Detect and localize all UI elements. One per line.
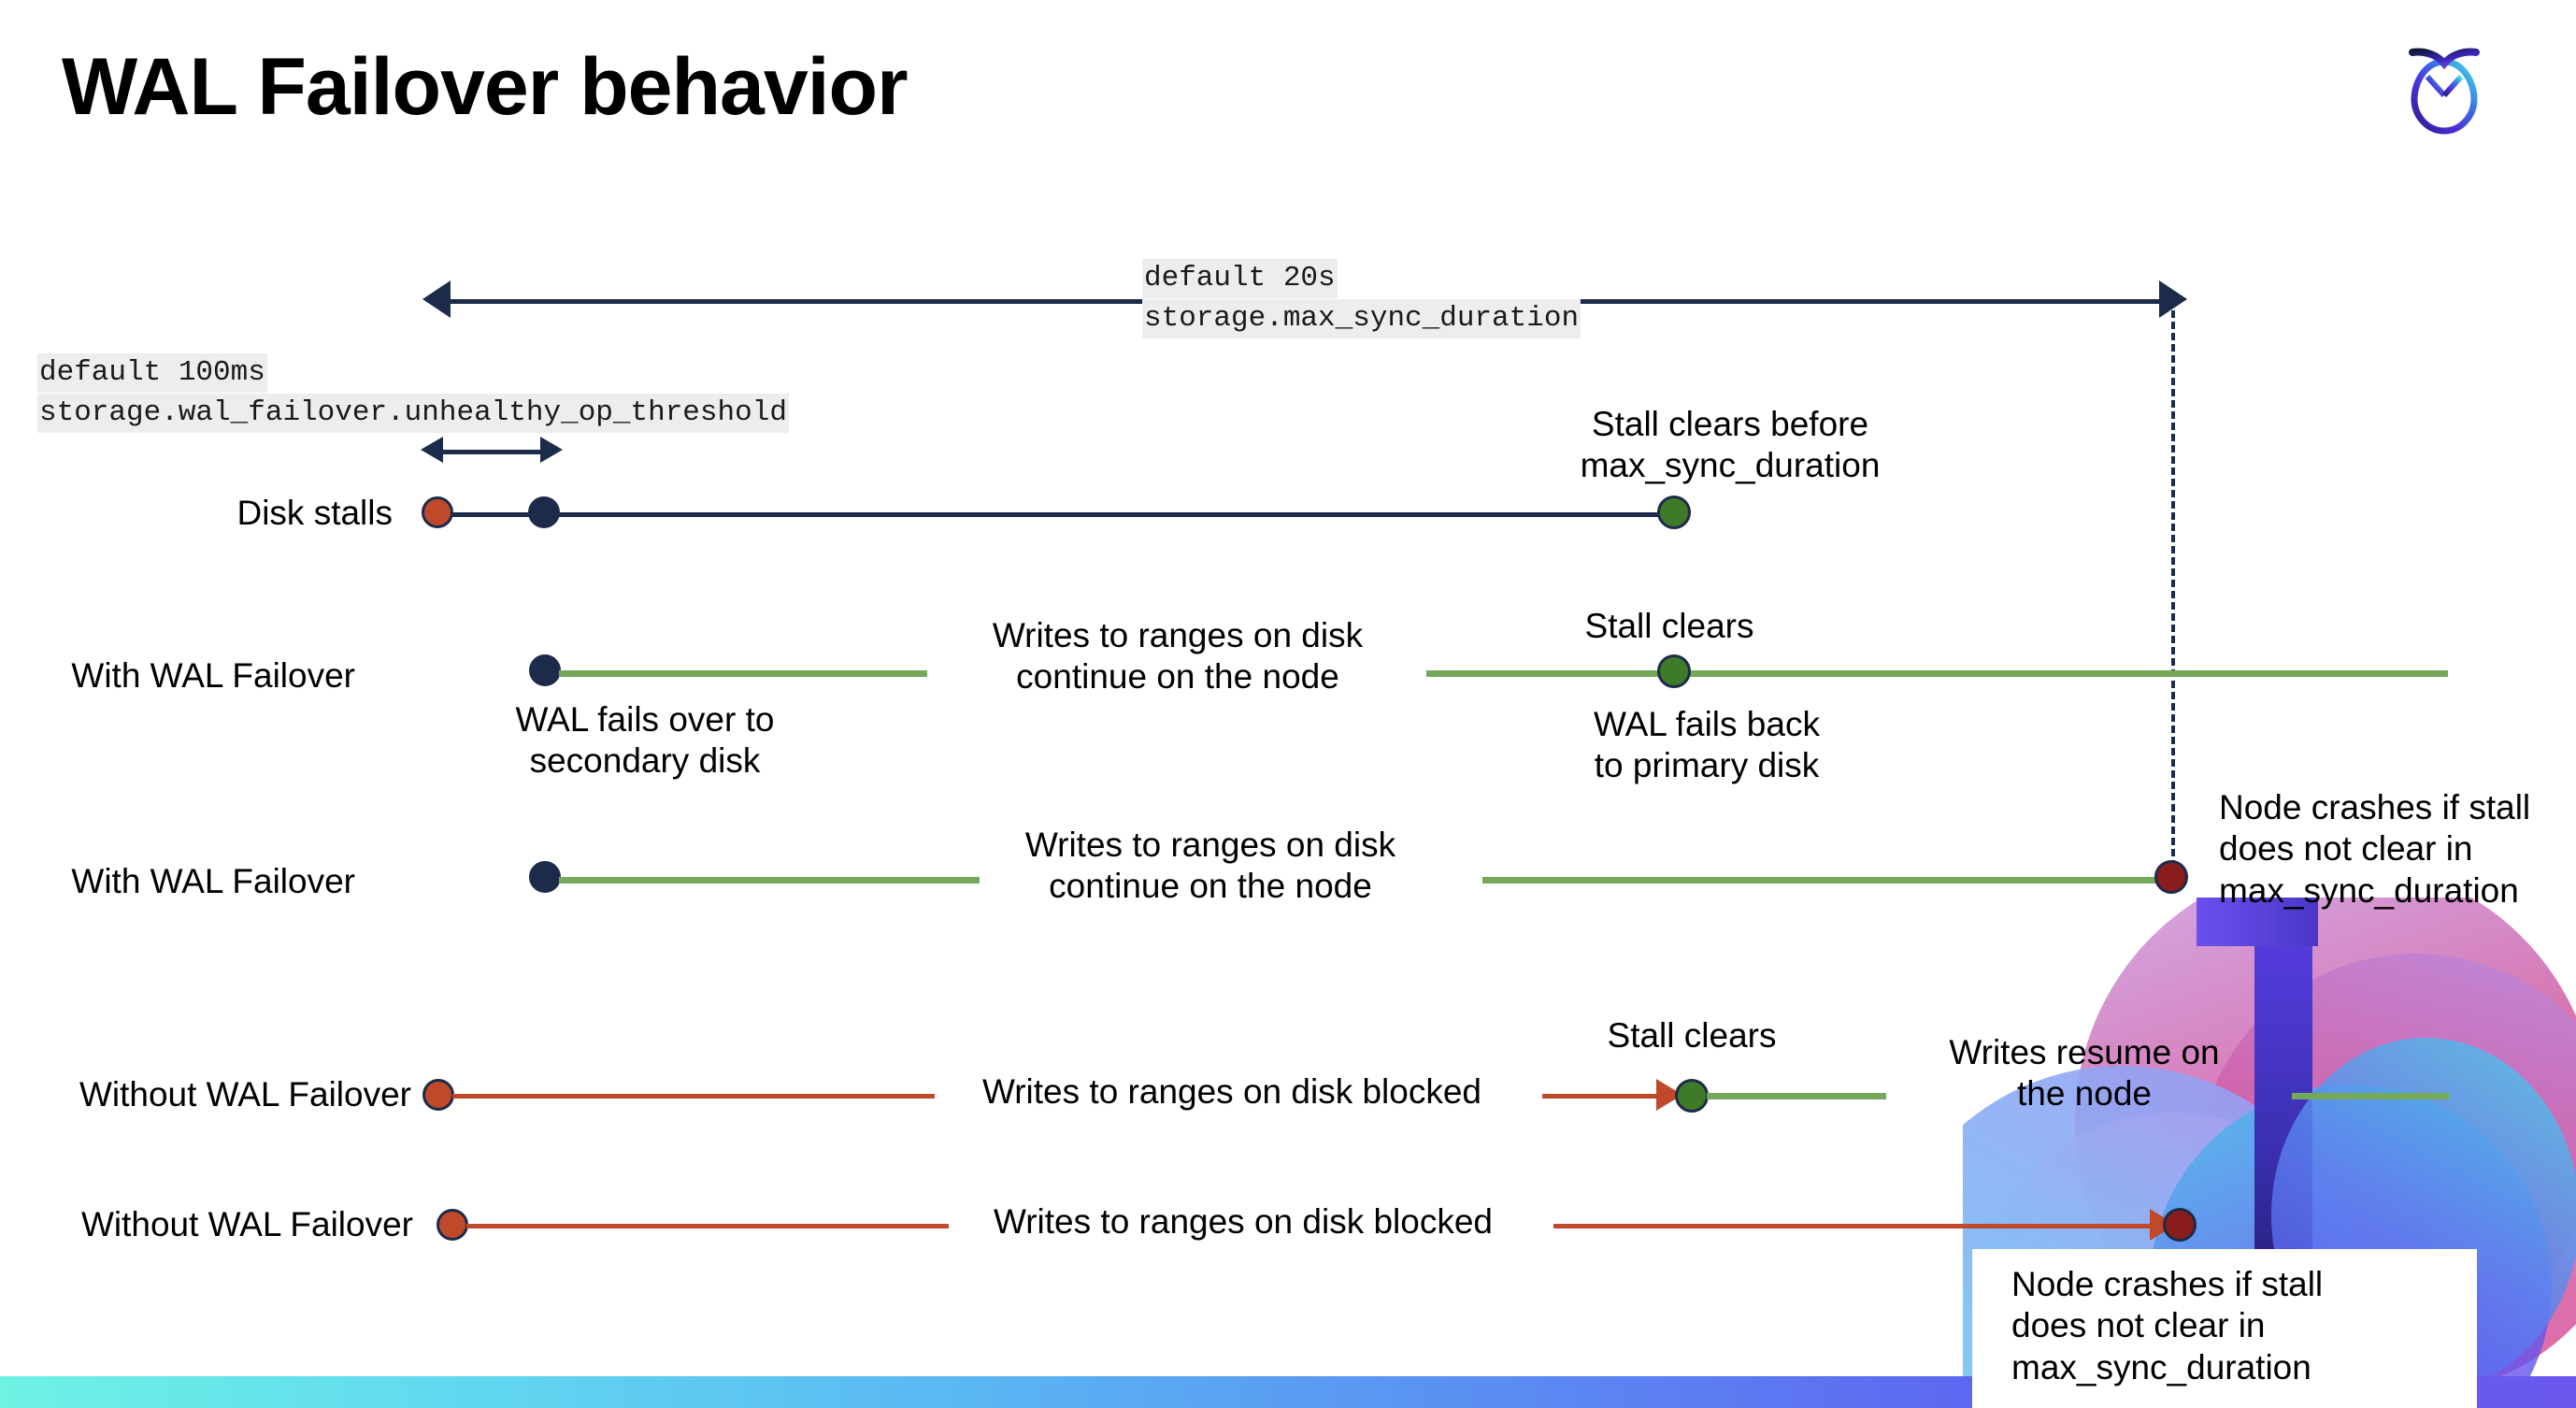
note-wal-fails-over: WAL fails over to secondary disk: [515, 700, 775, 781]
node-crash-caption-backdrop: [1972, 1249, 2477, 1408]
max-sync-duration-setting-label: storage.max_sync_duration: [1142, 299, 1581, 338]
page-title: WAL Failover behavior: [62, 42, 909, 132]
note-writes-blocked-2: Writes to ranges on disk blocked: [993, 1202, 1494, 1241]
note-writes-blocked-1: Writes to ranges on disk blocked: [981, 1072, 1482, 1111]
unhealthy-op-threshold-setting-label: storage.wal_failover.unhealthy_op_thresh…: [37, 394, 789, 433]
max-sync-arrow-left-head: [422, 280, 451, 318]
note-writes-resume: Writes resume on the node: [1949, 1033, 2220, 1113]
unhealthy-op-threshold-span-line: [435, 450, 547, 454]
cockroachdb-logo-icon: [2388, 28, 2500, 140]
note-node-crashes-1: Node crashes if stall does not clear in …: [2219, 788, 2531, 910]
wal-failover-start-dot-1: [529, 654, 561, 686]
blocked-writes-segment-1a: [452, 1094, 935, 1099]
wal-failover-timeline-segment-2a: [559, 877, 980, 884]
note-stall-clears-before-max-sync: Stall clears before max_sync_duration: [1580, 405, 1881, 485]
note-wal-fails-back: WAL fails back to primary disk: [1594, 705, 1820, 785]
blocked-writes-segment-1b: [1542, 1094, 1664, 1099]
disk-stall-start-dot-3: [436, 1209, 468, 1241]
wal-failover-timeline-segment-2b: [1482, 877, 2174, 884]
disk-stall-clear-dot: [1657, 496, 1691, 529]
threshold-arrow-left-head: [421, 437, 443, 463]
disk-stall-start-dot: [422, 496, 453, 528]
row-label-with-wal-failover-2: With WAL Failover: [71, 862, 355, 900]
wal-failover-timeline-segment-1a: [559, 670, 927, 677]
wal-failback-dot-1: [1657, 654, 1691, 688]
note-writes-continue-2: Writes to ranges on disk continue on the…: [1024, 826, 1396, 906]
stall-clear-dot-2: [1675, 1079, 1709, 1113]
blocked-writes-segment-2a: [466, 1224, 949, 1228]
note-writes-continue-1: Writes to ranges on disk continue on the…: [992, 616, 1364, 697]
threshold-arrow-right-head: [540, 437, 563, 463]
row-label-with-wal-failover-1: With WAL Failover: [71, 656, 355, 695]
unhealthy-op-threshold-default-label: default 100ms: [37, 353, 267, 393]
disk-stalls-timeline: [439, 512, 1673, 517]
note-node-crashes-2: Node crashes if stall does not clear in …: [2011, 1265, 2324, 1386]
disk-stall-start-dot-2: [422, 1079, 454, 1111]
row-label-disk-stalls: Disk stalls: [236, 494, 393, 532]
max-sync-duration-default-label: default 20s: [1142, 259, 1338, 298]
node-crash-dot-1: [2154, 860, 2188, 894]
row-label-without-wal-failover-1: Without WAL Failover: [79, 1075, 411, 1113]
wal-failover-timeline-segment-1b: [1426, 670, 2448, 677]
wal-failover-trigger-dot: [528, 496, 560, 528]
node-crash-dot-2: [2163, 1208, 2197, 1242]
blocked-writes-segment-2b: [1553, 1224, 2157, 1228]
max-sync-duration-deadline-dashed-line: [2171, 299, 2175, 879]
note-stall-clears-2: Stall clears: [1607, 1016, 1777, 1055]
wal-failover-start-dot-2: [529, 861, 561, 893]
writes-resume-segment-1: [1707, 1093, 1886, 1099]
writes-resume-segment-2: [2292, 1093, 2449, 1099]
row-label-without-wal-failover-2: Without WAL Failover: [80, 1205, 413, 1243]
note-stall-clears-1: Stall clears: [1584, 607, 1754, 645]
